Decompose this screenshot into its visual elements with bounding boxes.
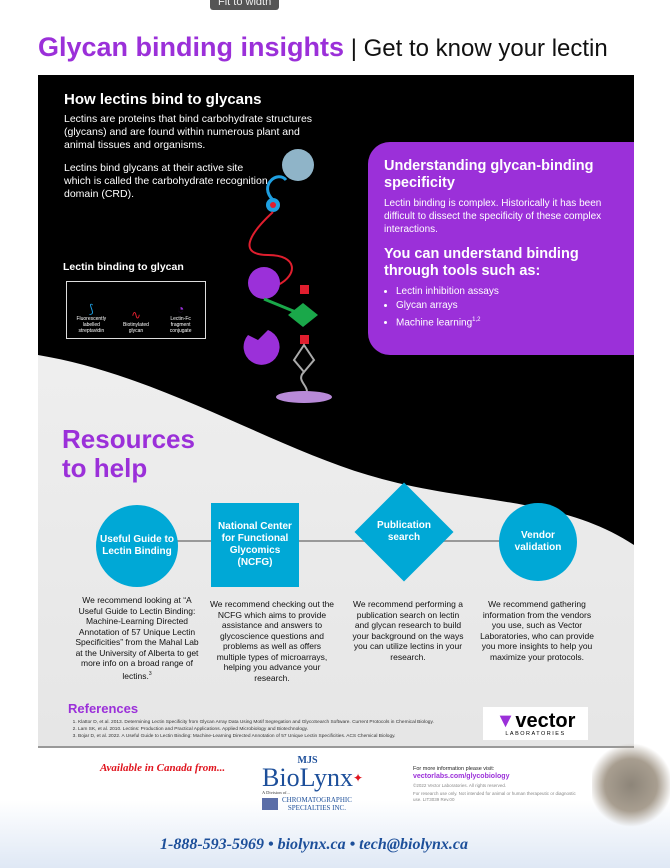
vector-mark-icon: ▼ [495, 709, 516, 732]
diagram-title: Lectin binding to glycan [63, 261, 184, 273]
footnote-sup: 3 [148, 670, 152, 677]
chrom-line2: SPECIALTIES INC. [287, 804, 346, 812]
understanding-panel: Understanding glycan-binding specificity… [368, 142, 634, 355]
poster: How lectins bind to glycans Lectins are … [38, 75, 634, 748]
understanding-body: Lectin binding is complex. Historically … [384, 198, 602, 235]
references-heading: References [68, 701, 139, 716]
how-heading: How lectins bind to glycans [64, 91, 262, 108]
copyright: ©2022 Vector Laboratories. All rights re… [413, 783, 507, 788]
title-sub: Get to know your lectin [363, 35, 608, 62]
legend-glycan: ∿Biotinylated glycan [116, 308, 156, 334]
legend-streptavidin: ⟆Fluorescently labelled streptavidin [71, 302, 111, 334]
footnote-sup: 1,2 [472, 317, 481, 323]
node-vendor-validation: Vendor validation [499, 503, 577, 581]
glycan-icon: ∿ [130, 308, 142, 322]
node-useful-guide: Useful Guide to Lectin Binding [96, 505, 178, 587]
reference-item: Lam SK, et al. 2010. Lectins: Production… [78, 726, 468, 733]
lynx-image [592, 742, 670, 828]
chromatographic-logo-icon [262, 798, 278, 810]
title-main: Glycan binding insights [38, 32, 345, 62]
desc-vendor: We recommend gathering information from … [480, 599, 594, 662]
tool-item: Lectin inhibition assays [396, 285, 618, 299]
connector-line [98, 540, 568, 542]
legend-label: Biotinylated glycan [123, 322, 149, 334]
biolynx-logo: MJS BioLynx✦ A Division of... CHROMATOGR… [262, 755, 363, 812]
vector-logo: ▼vector LABORATORIES [483, 707, 588, 740]
reference-item: Klattor D, et al. 2013. Determining Lect… [78, 719, 468, 726]
streptavidin-icon: ⟆ [88, 302, 94, 316]
streptavidin-sphere-icon [282, 149, 314, 181]
reference-item: Bojar D, et al. 2022. A Useful Guide to … [78, 733, 468, 740]
resources-heading-line2: to help [62, 453, 148, 483]
info-url-link[interactable]: vectorlabs.com/glycobiology [413, 773, 510, 780]
contact-line: 1-888-593-5969 • biolynx.ca • tech@bioly… [160, 836, 469, 853]
how-p2: Lectins bind glycans at their active sit… [64, 162, 268, 200]
vector-logo-sub: LABORATORIES [505, 730, 566, 737]
tools-heading: You can understand binding through tools… [384, 246, 579, 279]
legend-lectin: ◔Lectin-Fc fragment conjugate [161, 302, 201, 334]
lectin-binding-illustration [243, 149, 332, 403]
legend-label: Fluorescently labelled streptavidin [76, 316, 107, 334]
info-label: For more information please visit: [413, 766, 495, 772]
desc-text: We recommend looking at “A Useful Guide … [75, 595, 199, 681]
available-in-canada: Available in Canada from... [100, 762, 226, 774]
vector-logo-name: vector [515, 709, 576, 732]
page-title: Glycan binding insights | Get to know yo… [38, 32, 608, 63]
brand-text: BioLynx [262, 763, 354, 792]
tool-label: Machine learning [396, 317, 473, 329]
how-p1: Lectins are proteins that bind carbohydr… [64, 113, 313, 151]
legend-label: Lectin-Fc fragment conjugate [169, 316, 192, 334]
brand-top: MJS [297, 755, 318, 766]
fit-to-width-tooltip[interactable]: Fit to width [210, 0, 280, 10]
desc-publication: We recommend performing a publication se… [352, 599, 464, 662]
maple-leaf-icon: ✦ [353, 771, 364, 785]
lectin-icon [248, 267, 280, 299]
chrom-line1: CHROMATOGRAPHIC [282, 796, 352, 804]
node-publication-search: Publication search [377, 520, 431, 543]
how-section: How lectins bind to glycans Lectins are … [64, 91, 326, 201]
node-ncfg: National Center for Functional Glycomics… [211, 503, 299, 587]
more-info: For more information please visit: vecto… [413, 766, 585, 803]
references: References Klattor D, et al. 2013. Deter… [68, 701, 468, 740]
tool-item: Machine learning1,2 [396, 313, 618, 330]
desc-ncfg: We recommend checking out the NCFG which… [209, 599, 335, 683]
diagram-legend: ⟆Fluorescently labelled streptavidin ∿Bi… [66, 281, 206, 339]
tool-item: Glycan arrays [396, 299, 618, 313]
lectin-icon: ◔ [177, 302, 185, 316]
tools-list: Lectin inhibition assays Glycan arrays M… [396, 285, 618, 330]
division-label: A Division of... [262, 790, 290, 795]
footer-background [0, 800, 670, 868]
resources-heading-line1: Resources [62, 424, 195, 454]
understanding-heading: Understanding glycan-binding specificity [384, 158, 594, 191]
disclaimer: For research use only. Not intended for … [413, 791, 576, 802]
title-separator: | [344, 35, 364, 62]
desc-useful-guide: We recommend looking at “A Useful Guide … [74, 595, 200, 681]
brand-name: BioLynx✦ [262, 763, 364, 792]
